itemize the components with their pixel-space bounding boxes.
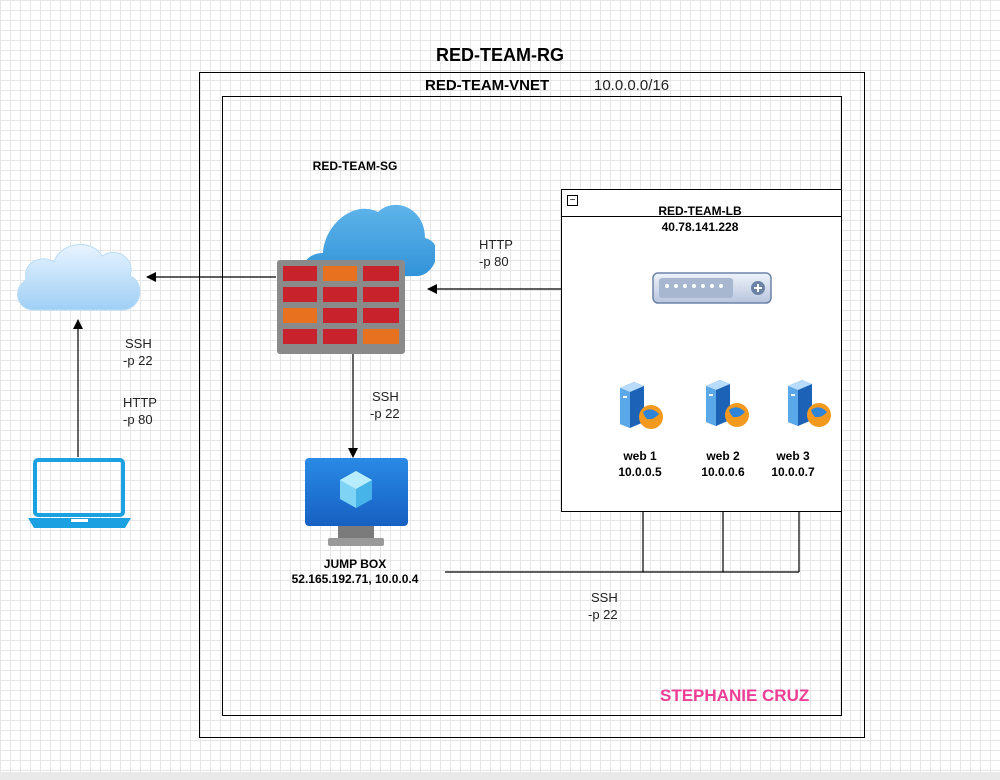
server-icon[interactable] — [782, 380, 834, 430]
firewall-icon[interactable] — [275, 198, 437, 358]
bottom-scroll-area — [0, 772, 1000, 780]
laptop-icon[interactable] — [26, 458, 133, 530]
server-icon[interactable] — [614, 382, 666, 432]
laptop-ssh-proto: SSH — [125, 336, 152, 351]
load-balancer-icon[interactable] — [652, 272, 772, 304]
jump-box-ips: 52.165.192.71, 10.0.0.4 — [291, 572, 419, 586]
webs-ssh-port: -p 22 — [588, 607, 618, 622]
virtual-machine-icon[interactable] — [304, 457, 409, 553]
laptop-http-proto: HTTP — [123, 395, 157, 410]
jumpbox-ssh-proto: SSH — [372, 389, 399, 404]
webs-ssh-proto: SSH — [591, 590, 618, 605]
web-server-name: web 3 — [776, 449, 810, 463]
load-balancer-container[interactable]: − — [561, 189, 842, 512]
resource-group-container[interactable] — [199, 72, 865, 738]
web-server-ip: 10.0.0.7 — [771, 465, 815, 479]
laptop-ssh-port: -p 22 — [123, 353, 153, 368]
resource-group-title: RED-TEAM-RG — [436, 45, 564, 65]
vnet-title: RED-TEAM-VNET — [425, 77, 550, 94]
load-balancer-title: RED-TEAM-LB — [658, 204, 742, 218]
vnet-cidr: 10.0.0.0/16 — [594, 77, 670, 94]
web-server-name: web 2 — [706, 449, 740, 463]
web-server-ip: 10.0.0.5 — [618, 465, 662, 479]
laptop-http-port: -p 80 — [123, 412, 153, 427]
security-group-title: RED-TEAM-SG — [312, 159, 398, 173]
server-icon[interactable] — [700, 380, 752, 430]
load-balancer-ip: 40.78.141.228 — [661, 220, 739, 234]
web-server-ip: 10.0.0.6 — [701, 465, 745, 479]
web-server-name: web 1 — [623, 449, 657, 463]
lb-http-proto: HTTP — [479, 237, 513, 252]
collapse-icon[interactable]: − — [567, 195, 578, 206]
author-name: STEPHANIE CRUZ — [660, 686, 810, 705]
load-balancer-header — [562, 190, 841, 217]
lb-http-port: -p 80 — [479, 254, 509, 269]
jump-box-title: JUMP BOX — [323, 557, 387, 571]
cloud-icon — [12, 236, 144, 316]
jumpbox-ssh-port: -p 22 — [370, 406, 400, 421]
